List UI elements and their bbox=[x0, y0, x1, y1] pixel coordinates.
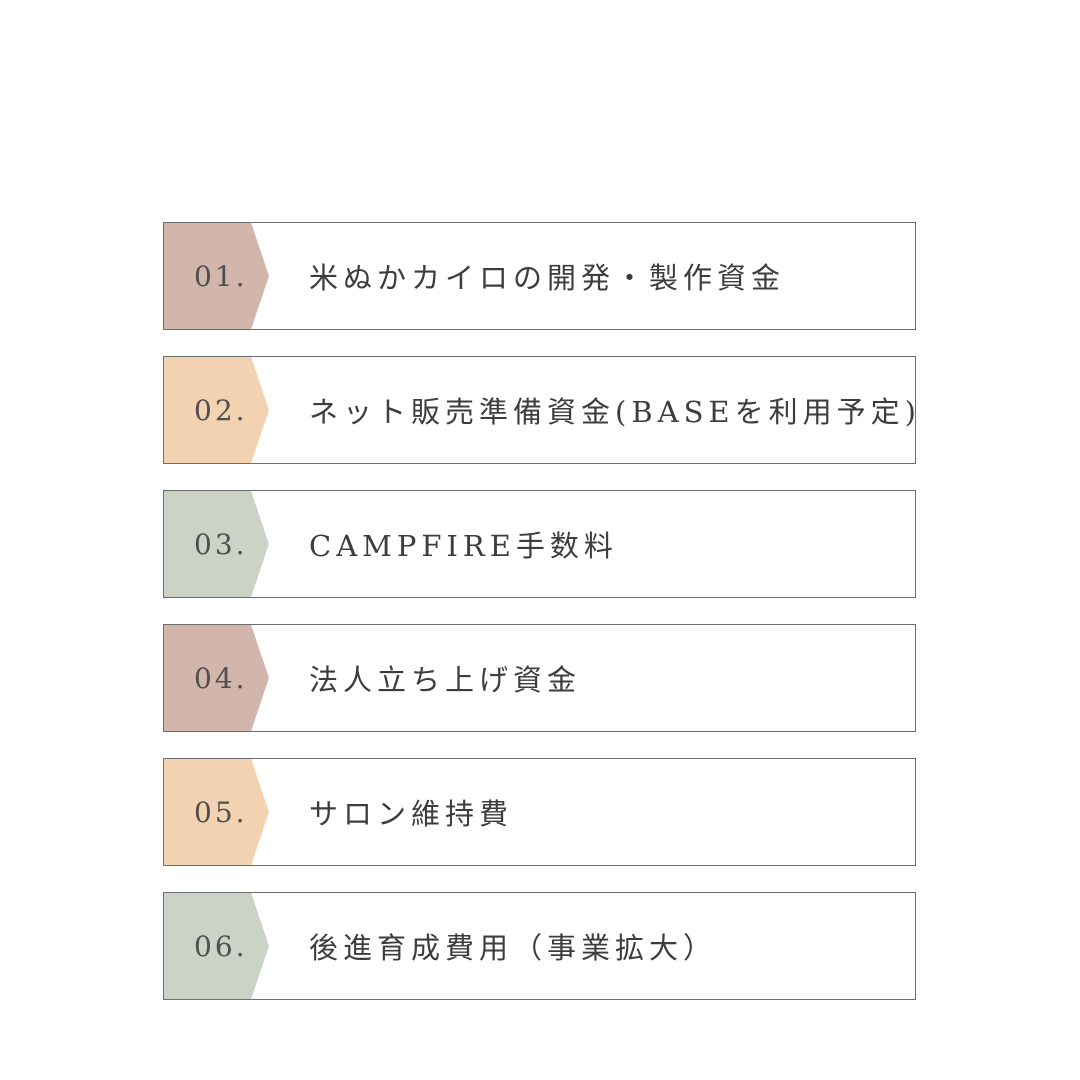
chevron-arrow-shape: 04. bbox=[164, 625, 269, 731]
list-item: 06. 後進育成費用（事業拡大） bbox=[163, 892, 916, 1000]
item-number: 06. bbox=[194, 929, 248, 963]
list-item: 04. 法人立ち上げ資金 bbox=[163, 624, 916, 732]
list-item: 03. CAMPFIRE手数料 bbox=[163, 490, 916, 598]
chevron-arrow-shape: 03. bbox=[164, 491, 269, 597]
item-label: 法人立ち上げ資金 bbox=[309, 663, 582, 697]
item-label: 米ぬかカイロの開発・製作資金 bbox=[309, 261, 786, 295]
item-label: 後進育成費用（事業拡大） bbox=[309, 931, 718, 965]
item-number: 05. bbox=[194, 795, 248, 829]
list-item: 05. サロン維持費 bbox=[163, 758, 916, 866]
chevron-arrow-shape: 05. bbox=[164, 759, 269, 865]
numbered-list: 01. 米ぬかカイロの開発・製作資金 02. ネット販売準備資金(BASEを利用… bbox=[163, 222, 916, 1026]
item-number: 02. bbox=[194, 393, 248, 427]
item-number: 03. bbox=[194, 527, 248, 561]
item-label: CAMPFIRE手数料 bbox=[309, 529, 618, 563]
chevron-arrow-shape: 06. bbox=[164, 893, 269, 999]
item-label: サロン維持費 bbox=[309, 797, 514, 831]
chevron-arrow-shape: 02. bbox=[164, 357, 269, 463]
list-item: 02. ネット販売準備資金(BASEを利用予定) bbox=[163, 356, 916, 464]
item-number: 01. bbox=[194, 259, 248, 293]
chevron-arrow-shape: 01. bbox=[164, 223, 269, 329]
list-item: 01. 米ぬかカイロの開発・製作資金 bbox=[163, 222, 916, 330]
item-number: 04. bbox=[194, 661, 248, 695]
item-label: ネット販売準備資金(BASEを利用予定) bbox=[309, 395, 921, 429]
